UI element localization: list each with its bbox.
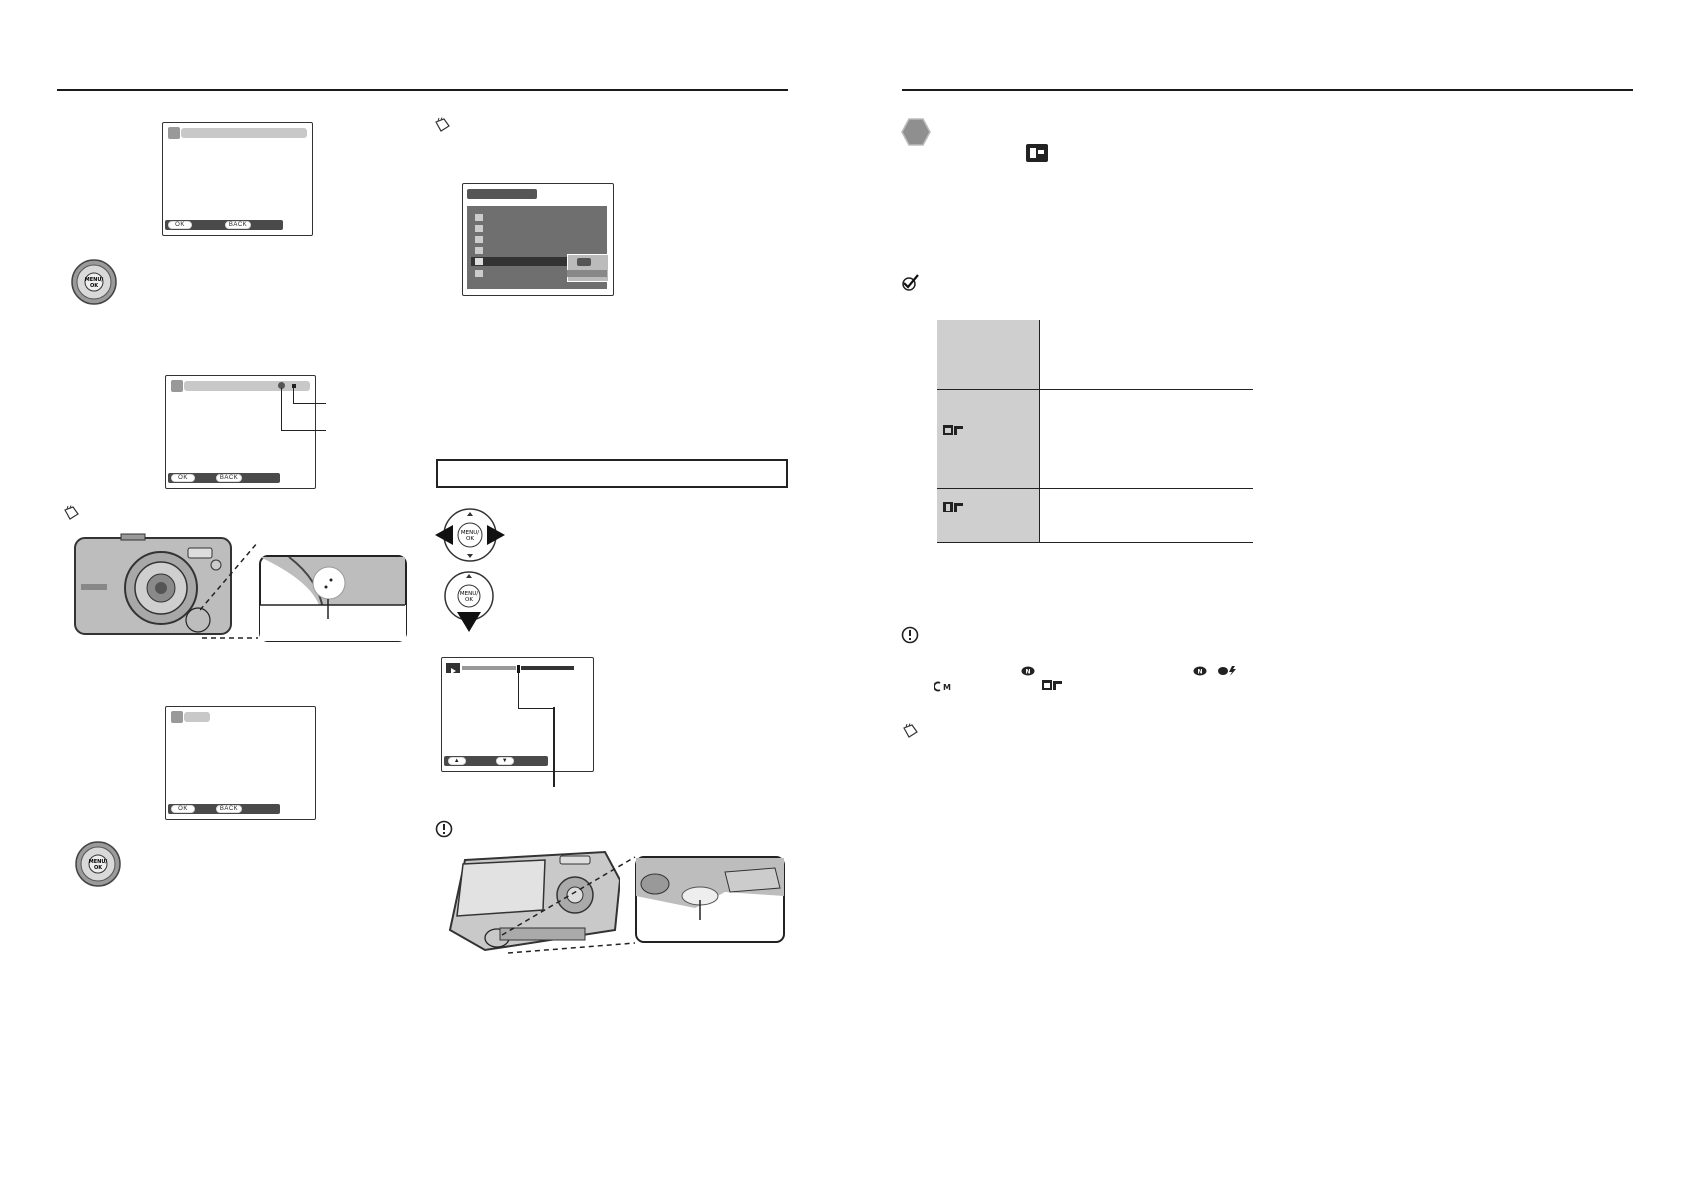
table-row-label [937, 390, 1039, 488]
svg-text:MENU/: MENU/ [89, 859, 108, 865]
lcd-footer: OK BACK [168, 804, 280, 814]
lcd-footer: ▲ ▼ [444, 756, 548, 766]
lcd-footer: OK BACK [165, 220, 283, 230]
svg-text:OK: OK [94, 865, 103, 871]
camera-F-icon [1042, 678, 1064, 690]
microphone-icon [171, 711, 183, 723]
dpad-menu-ok-icon-2: MENU/ OK [75, 841, 121, 887]
memo-pad-icon [902, 723, 919, 740]
zoom-dashed-lines [199, 540, 260, 640]
exclamation-circle-icon [435, 820, 453, 838]
menu-title-bar [467, 189, 537, 199]
progress-callout-drop [553, 707, 555, 787]
speaker-zoom-dashed-lines [500, 855, 640, 955]
right-page-top-rule [902, 89, 1633, 91]
table-row [937, 390, 1253, 489]
dpad-menu-ok-icon-1: MENU/ OK [71, 259, 117, 305]
menu-item-icon-1 [475, 214, 483, 221]
lcd-title-bar [181, 128, 307, 138]
progress-bar-fill [518, 666, 574, 670]
dpad-down-icon: MENU/ OK [443, 570, 495, 632]
svg-text:OK: OK [466, 536, 474, 542]
menu-item-icon-3 [475, 236, 483, 243]
camera-F-icon [943, 423, 965, 435]
menu-item-icon-2 [475, 225, 483, 232]
play-icon [446, 663, 460, 674]
microphone-icon [171, 380, 183, 392]
menu-selected-row [471, 257, 577, 266]
svg-text:N: N [1025, 669, 1030, 676]
table-row-label [937, 320, 1039, 389]
natural-light-icon: N [1193, 663, 1207, 676]
submenu-selector [567, 270, 607, 277]
playback-mode-icon [1026, 144, 1048, 162]
lcd-footer: OK BACK [168, 473, 280, 483]
svg-text:M: M [943, 683, 951, 692]
ok-button-label: OK [171, 474, 195, 482]
section-hexagon-badge [901, 117, 931, 147]
svg-text:OK: OK [465, 597, 473, 603]
svg-text:MENU/: MENU/ [461, 530, 479, 536]
mode-table [937, 320, 1253, 543]
table-row-label [937, 489, 1039, 542]
callout-line-b [281, 388, 326, 431]
manual-mode-icon: M [933, 679, 954, 692]
menu-item-icon-4 [475, 247, 483, 254]
table-divider-v [1039, 320, 1040, 542]
microphone-closeup-illustration [259, 555, 407, 642]
menu-item-icon-6 [475, 270, 483, 277]
ok-button-label: OK [168, 221, 192, 229]
exclamation-circle-icon [901, 626, 919, 644]
back-button-label: BACK [216, 474, 242, 482]
menu-item-icon-5 [475, 258, 483, 265]
recording-indicator-icon-2 [292, 384, 296, 388]
dpad-left-right-icon: MENU/ OK [435, 505, 505, 565]
lcd-menu-screen [462, 183, 614, 296]
memo-pad-icon [434, 117, 451, 134]
lcd-title-bar [184, 712, 210, 722]
left-page-top-rule [57, 89, 788, 91]
svg-text:N: N [1197, 669, 1202, 676]
ok-button-label: OK [171, 805, 195, 813]
svg-text:OK: OK [90, 283, 99, 289]
table-row [937, 320, 1253, 390]
lcd-screen-2: OK BACK [165, 375, 316, 489]
camera-back-illustration [445, 850, 622, 952]
down-button: ▼ [496, 757, 514, 765]
svg-text:MENU/: MENU/ [460, 591, 478, 597]
lcd-title-bar [184, 381, 310, 391]
back-button-label: BACK [225, 221, 251, 229]
back-button-label: BACK [216, 805, 242, 813]
camera-front-illustration [73, 532, 235, 638]
up-button: ▲ [448, 757, 466, 765]
table-row [937, 489, 1253, 543]
recording-indicator-icon [278, 382, 285, 389]
camera-B-icon [943, 500, 965, 512]
svg-text:MENU/: MENU/ [85, 277, 104, 283]
microphone-icon [168, 127, 180, 139]
return-arrow-icon [577, 258, 591, 266]
speaker-closeup-illustration [635, 856, 785, 943]
progress-callout-line [518, 670, 555, 709]
check-mark-icon [900, 274, 920, 292]
lcd-screen-3: OK BACK [165, 706, 316, 820]
section-heading-box [436, 459, 788, 488]
natural-light-icon: N [1021, 663, 1035, 676]
memo-pad-icon [63, 505, 80, 522]
lcd-playback-screen: ▲ ▼ [441, 657, 594, 772]
lcd-screen-1: OK BACK [162, 122, 313, 236]
natural-and-flash-icon [1217, 663, 1239, 676]
callout-line-a [293, 384, 326, 404]
